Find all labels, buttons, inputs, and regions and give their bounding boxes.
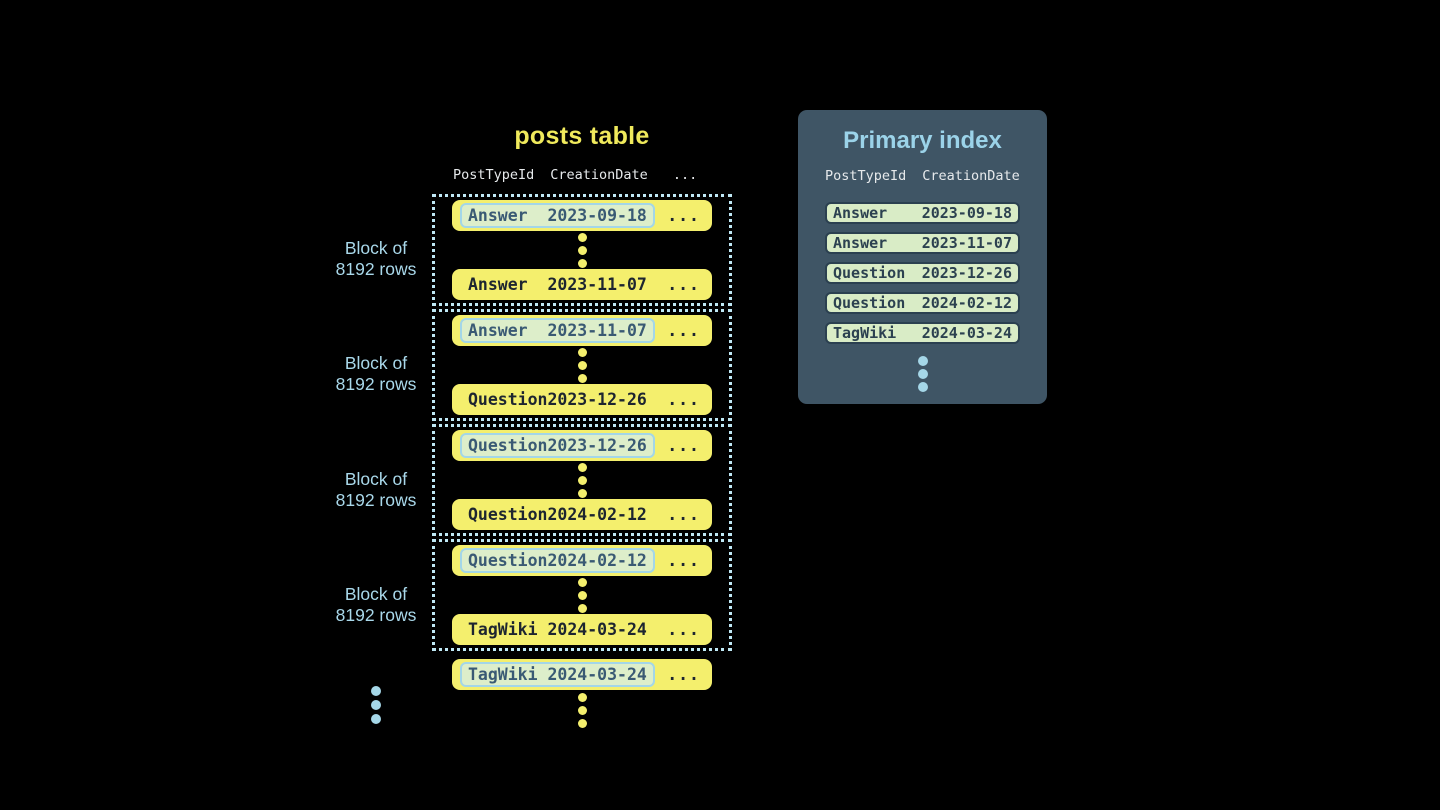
- creation-date-cell: 2023-11-07: [547, 321, 647, 340]
- primary-index-panel: Primary index PostTypeId CreationDate An…: [798, 110, 1047, 404]
- post-type-cell: TagWiki: [468, 620, 538, 639]
- block-label-4: Block of 8192 rows: [306, 584, 446, 626]
- row-ellipsis: ...: [667, 620, 700, 639]
- primary-index-title: Primary index: [843, 127, 1002, 154]
- table-row: Answer 2023-11-07 ...: [452, 315, 712, 346]
- creation-date-cell: 2023-12-26: [547, 436, 647, 455]
- post-type-cell: Answer: [833, 204, 888, 222]
- post-type-cell: Question: [468, 505, 548, 524]
- index-entry: Question 2024-02-12: [825, 292, 1020, 314]
- creation-date-cell: 2023-09-18: [921, 204, 1012, 222]
- vertical-ellipsis-icon: [452, 577, 712, 613]
- table-row: Question 2023-12-26 ...: [452, 384, 712, 415]
- block-label-line2: 8192 rows: [335, 259, 417, 279]
- post-type-cell: Answer: [468, 321, 528, 340]
- row-block-2: Answer 2023-11-07 ... Question 2023-12-2…: [432, 309, 732, 421]
- primary-index-column-headers: PostTypeId CreationDate: [825, 168, 1020, 184]
- column-header-more: ...: [672, 167, 698, 183]
- table-row: Question 2024-02-12 ...: [452, 499, 712, 530]
- post-type-cell: Answer: [833, 234, 888, 252]
- index-key-highlight: TagWiki 2024-03-24: [460, 662, 655, 687]
- creation-date-cell: 2024-03-24: [921, 324, 1012, 342]
- vertical-ellipsis-icon: [306, 686, 446, 724]
- block-label-line1: Block of: [344, 353, 408, 373]
- post-type-cell: Question: [833, 264, 906, 282]
- index-key-highlight: Answer 2023-11-07: [460, 318, 655, 343]
- block-label-line1: Block of: [344, 238, 408, 258]
- post-type-cell: TagWiki: [468, 665, 538, 684]
- vertical-ellipsis-icon: [452, 462, 712, 498]
- block-label-line2: 8192 rows: [335, 605, 417, 625]
- table-row: Answer 2023-09-18 ...: [452, 200, 712, 231]
- block-label-line1: Block of: [344, 469, 408, 489]
- post-type-cell: Answer: [468, 206, 528, 225]
- creation-date-cell: 2024-02-12: [921, 294, 1012, 312]
- posts-table-column-headers: PostTypeId CreationDate ...: [432, 167, 732, 183]
- creation-date-cell: 2023-11-07: [921, 234, 1012, 252]
- row-ellipsis: ...: [667, 321, 700, 340]
- index-entry: Question 2023-12-26: [825, 262, 1020, 284]
- post-type-cell: Question: [833, 294, 906, 312]
- table-row: TagWiki 2024-03-24 ...: [452, 614, 712, 645]
- index-entry: Answer 2023-09-18: [825, 202, 1020, 224]
- post-type-cell: TagWiki: [833, 324, 897, 342]
- row-ellipsis: ...: [667, 206, 700, 225]
- block-label-3: Block of 8192 rows: [306, 469, 446, 511]
- column-header-posttypeid: PostTypeId: [453, 167, 535, 183]
- column-header-creationdate: CreationDate: [922, 168, 1020, 184]
- post-type-cell: Question: [468, 436, 548, 455]
- row-ellipsis: ...: [667, 436, 700, 455]
- row-block-4: Question 2024-02-12 ... TagWiki 2024-03-…: [432, 539, 732, 651]
- row-ellipsis: ...: [667, 551, 700, 570]
- row-block-3: Question 2023-12-26 ... Question 2024-02…: [432, 424, 732, 536]
- creation-date-cell: 2024-03-24: [547, 665, 647, 684]
- table-row: Question 2023-12-26 ...: [452, 430, 712, 461]
- post-type-cell: Question: [468, 390, 548, 409]
- vertical-ellipsis-icon: [452, 347, 712, 383]
- column-header-posttypeid: PostTypeId: [825, 168, 907, 184]
- block-label-2: Block of 8192 rows: [306, 353, 446, 395]
- creation-date-cell: 2024-03-24: [547, 620, 647, 639]
- post-type-cell: Question: [468, 551, 548, 570]
- block-label-line2: 8192 rows: [335, 490, 417, 510]
- row-ellipsis: ...: [667, 390, 700, 409]
- row-ellipsis: ...: [667, 505, 700, 524]
- index-key-highlight: Question 2023-12-26: [460, 433, 655, 458]
- index-key-highlight: Answer 2023-09-18: [460, 203, 655, 228]
- creation-date-cell: 2024-02-12: [547, 505, 647, 524]
- table-row: Answer 2023-11-07 ...: [452, 269, 712, 300]
- vertical-ellipsis-icon: [452, 232, 712, 268]
- creation-date-cell: 2024-02-12: [547, 551, 647, 570]
- block-label-line2: 8192 rows: [335, 374, 417, 394]
- row-block-1: Answer 2023-09-18 ... Answer 2023-11-07 …: [432, 194, 732, 306]
- row-ellipsis: ...: [667, 275, 700, 294]
- creation-date-cell: 2023-12-26: [547, 390, 647, 409]
- posts-table-blocks: Answer 2023-09-18 ... Answer 2023-11-07 …: [432, 194, 732, 654]
- creation-date-cell: 2023-12-26: [921, 264, 1012, 282]
- creation-date-cell: 2023-09-18: [547, 206, 647, 225]
- index-entry: Answer 2023-11-07: [825, 232, 1020, 254]
- row-ellipsis: ...: [667, 665, 700, 684]
- block-label-1: Block of 8192 rows: [306, 238, 446, 280]
- column-header-creationdate: CreationDate: [550, 167, 648, 183]
- posts-table-title: posts table: [514, 122, 650, 150]
- index-key-highlight: Question 2024-02-12: [460, 548, 655, 573]
- post-type-cell: Answer: [468, 275, 528, 294]
- creation-date-cell: 2023-11-07: [547, 275, 647, 294]
- table-row: Question 2024-02-12 ...: [452, 545, 712, 576]
- primary-index-entries: Answer 2023-09-18 Answer 2023-11-07 Ques…: [825, 202, 1020, 344]
- vertical-ellipsis-icon: [452, 693, 712, 728]
- vertical-ellipsis-icon: [825, 356, 1020, 392]
- block-label-line1: Block of: [344, 584, 408, 604]
- index-entry: TagWiki 2024-03-24: [825, 322, 1020, 344]
- table-row-overflow: TagWiki 2024-03-24 ...: [452, 659, 712, 690]
